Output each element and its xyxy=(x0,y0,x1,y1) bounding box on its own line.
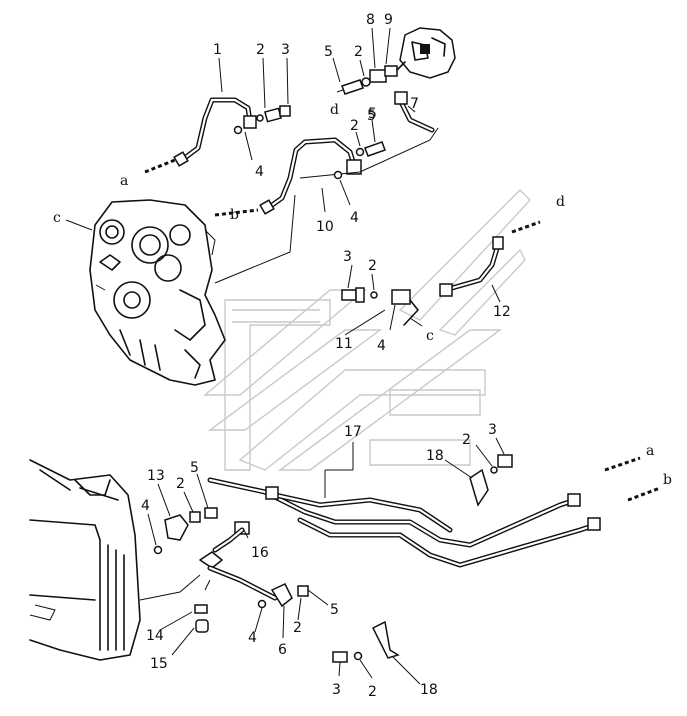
hose-12 xyxy=(439,220,541,297)
label-18: 18 xyxy=(420,682,438,698)
radiator-connection xyxy=(139,574,211,601)
label-8: 8 xyxy=(366,12,375,28)
clamp-18-right xyxy=(469,454,513,507)
label-2: 2 xyxy=(350,118,359,134)
fitting-11 xyxy=(341,287,419,336)
lower-pipes xyxy=(207,456,661,568)
bolt-5-mid xyxy=(333,141,386,180)
label-4: 4 xyxy=(141,498,150,514)
label-10: 10 xyxy=(316,219,334,235)
clamp-18-bottom xyxy=(332,620,400,663)
rod-6 xyxy=(207,565,309,609)
callout-labels: 1 2 3 5 2 8 9 d 5 7 2 5 a 4 c b 10 4 d 3… xyxy=(53,12,672,700)
label-2: 2 xyxy=(368,258,377,274)
label-2: 2 xyxy=(176,476,185,492)
pipe-10 xyxy=(214,137,362,217)
label-4: 4 xyxy=(377,338,386,354)
label-17: 17 xyxy=(344,424,362,440)
leader-lines xyxy=(65,27,505,685)
label-7: 7 xyxy=(410,96,419,112)
label-2: 2 xyxy=(354,44,363,60)
label-18: 18 xyxy=(426,448,444,464)
leader-line-connection xyxy=(214,127,439,284)
label-4: 4 xyxy=(350,210,359,226)
label-2: 2 xyxy=(368,684,377,700)
label-3: 3 xyxy=(281,42,290,58)
label-2: 2 xyxy=(256,42,265,58)
label-5: 5 xyxy=(367,108,376,124)
label-2: 2 xyxy=(293,620,302,636)
label-3: 3 xyxy=(343,249,352,265)
bolt-3-top xyxy=(233,105,291,135)
label-5: 5 xyxy=(190,460,199,476)
label-3: 3 xyxy=(332,682,341,698)
valve-13 xyxy=(153,507,218,555)
label-d: d xyxy=(556,194,565,210)
radiator xyxy=(29,459,141,661)
label-1: 1 xyxy=(213,42,222,58)
label-b: b xyxy=(663,472,672,488)
label-11: 11 xyxy=(335,336,353,352)
label-a: a xyxy=(646,443,654,459)
label-c: c xyxy=(53,210,61,226)
valve-assembly xyxy=(369,27,456,83)
label-12: 12 xyxy=(493,304,511,320)
watermark-logo xyxy=(203,189,531,471)
label-c: c xyxy=(426,328,434,344)
label-3: 3 xyxy=(488,422,497,438)
label-a: a xyxy=(120,173,128,189)
hose-7 xyxy=(394,91,435,133)
label-2: 2 xyxy=(462,432,471,448)
label-5: 5 xyxy=(368,106,377,122)
cap-14-15 xyxy=(194,604,209,633)
label-16: 16 xyxy=(251,545,269,561)
pipe-1 xyxy=(144,97,257,174)
label-4: 4 xyxy=(255,164,264,180)
label-13: 13 xyxy=(147,468,165,484)
label-4: 4 xyxy=(248,630,257,646)
label-5: 5 xyxy=(324,44,333,60)
label-6: 6 xyxy=(278,642,287,658)
label-b: b xyxy=(230,207,239,223)
label-9: 9 xyxy=(384,12,393,28)
label-14: 14 xyxy=(146,628,164,644)
label-d: d xyxy=(330,102,339,118)
label-15: 15 xyxy=(150,656,168,672)
bolt-5-top xyxy=(336,77,371,95)
fitting-16 xyxy=(199,521,250,569)
engine-block xyxy=(89,199,226,386)
label-5: 5 xyxy=(330,602,339,618)
